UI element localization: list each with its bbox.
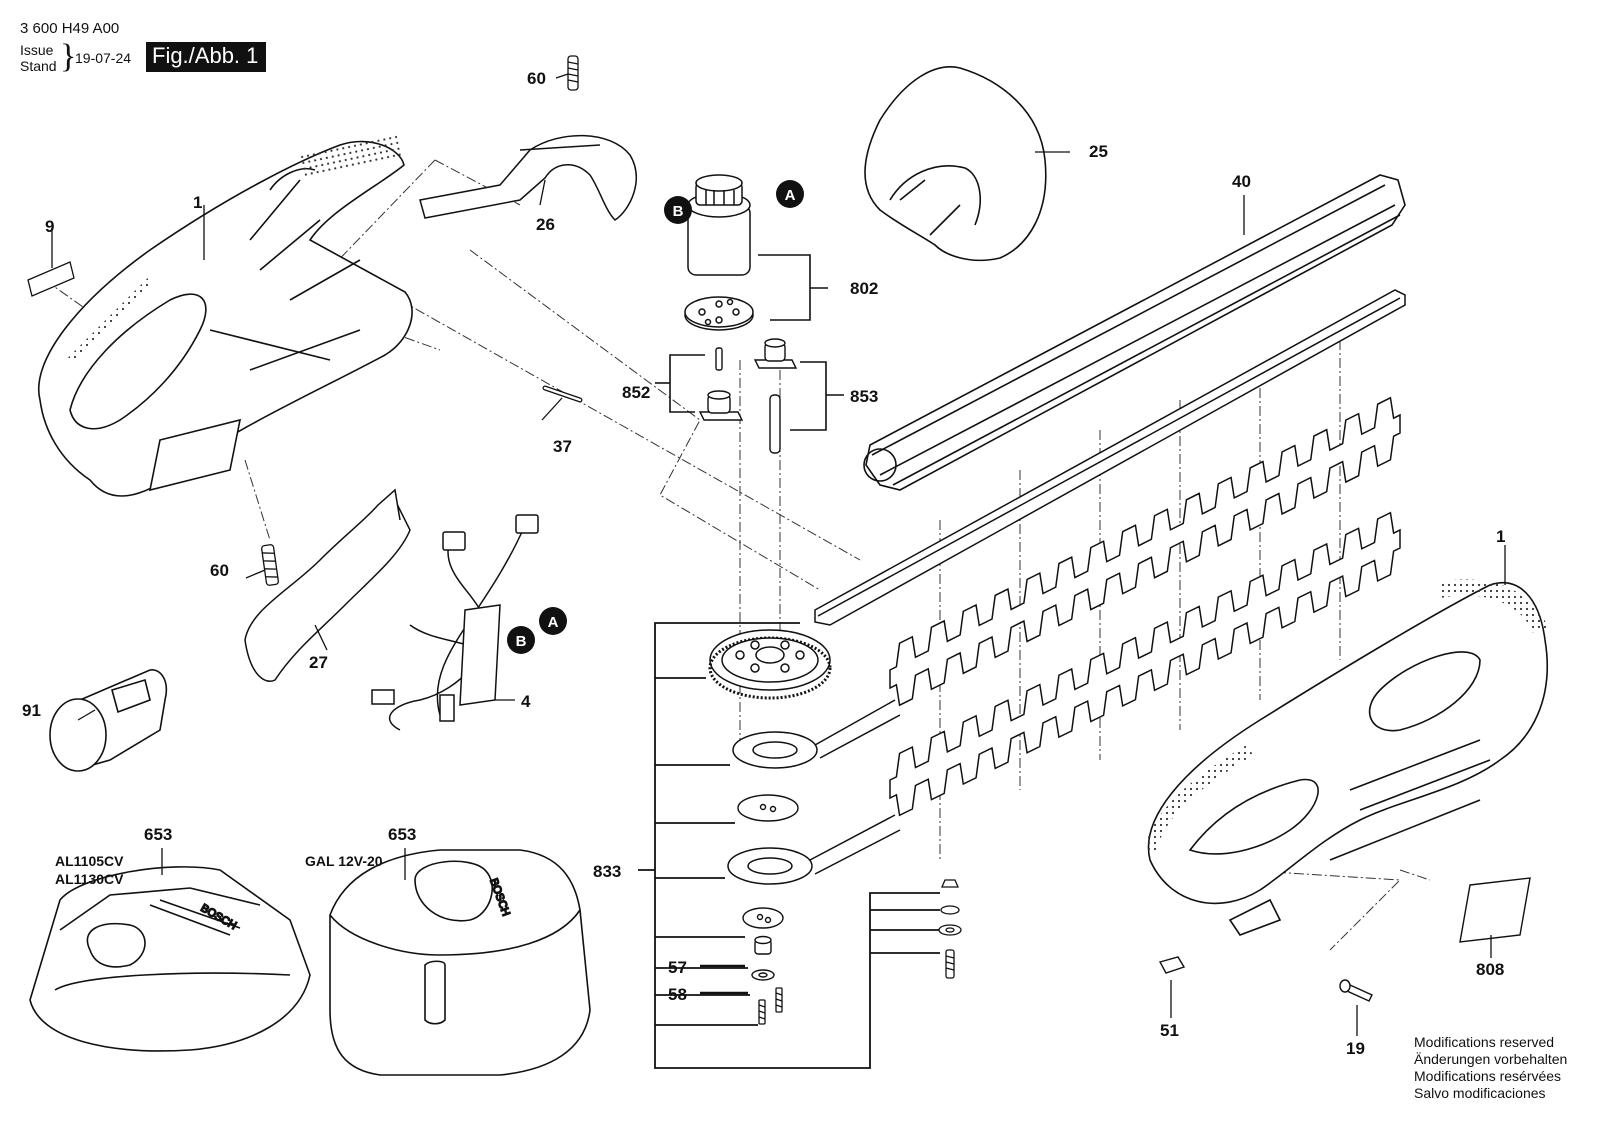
marker-a-motor: A — [776, 180, 804, 208]
charger-model-al1130: AL1130CV — [55, 871, 124, 887]
part-labels: 1 9 60 26 25 40 802 852 853 37 60 27 4 9… — [22, 69, 1505, 1058]
spring-60-top — [567, 55, 579, 91]
bracket-852 — [655, 354, 705, 413]
spring-60-lower — [261, 544, 279, 586]
figure-tag: Fig./Abb. 1 — [146, 42, 267, 72]
notice-fr: Modifications resérvées — [1414, 1068, 1562, 1084]
wiring-harness-4 — [371, 514, 539, 731]
washer-58 — [751, 969, 775, 981]
blade-upper — [732, 396, 1401, 769]
label-plate-808 — [1459, 877, 1531, 943]
part-label-653-left: 653 — [144, 825, 172, 844]
eccentric-disc — [742, 907, 784, 929]
svg-text:A: A — [785, 187, 796, 204]
part-label-51: 51 — [1160, 1021, 1179, 1040]
part-label-58: 58 — [668, 985, 687, 1004]
part-label-27: 27 — [309, 653, 328, 672]
issue-stand-labels: Issue Stand — [20, 42, 57, 74]
bracket-853 — [790, 361, 844, 431]
washer-disc — [737, 794, 799, 822]
fastener-stack — [938, 879, 962, 979]
part-label-60-top: 60 — [527, 69, 546, 88]
blade-guard-25 — [864, 66, 1047, 262]
part-label-802: 802 — [850, 279, 878, 298]
charger-model-al1105: AL1105CV — [55, 853, 124, 869]
motor-802 — [684, 174, 754, 331]
marker-a-harness: A — [539, 607, 567, 635]
part-label-653-right: 653 — [388, 825, 416, 844]
notice-es: Salvo modificaciones — [1414, 1085, 1546, 1101]
part-label-9: 9 — [45, 217, 54, 236]
marker-b-harness: B — [507, 626, 535, 654]
housing-left-half — [37, 134, 413, 497]
part-label-40: 40 — [1232, 172, 1251, 191]
part-label-26: 26 — [536, 215, 555, 234]
notice-de: Änderungen vorbehalten — [1414, 1051, 1568, 1067]
svg-text:B: B — [516, 633, 527, 650]
pin-37 — [542, 385, 583, 403]
handle-lever-27 — [244, 488, 411, 682]
part-label-4: 4 — [521, 692, 531, 711]
part-label-853: 853 — [850, 387, 878, 406]
part-9-label-plate — [27, 261, 75, 297]
part-label-25: 25 — [1089, 142, 1108, 161]
part-label-852: 852 — [622, 383, 650, 402]
issue-label: Issue — [20, 42, 54, 58]
part-label-833: 833 — [593, 862, 621, 881]
marker-b-motor: B — [664, 196, 692, 224]
assembly-lines — [44, 159, 1431, 951]
bracket-833 — [638, 622, 940, 1069]
issue-brace: } — [60, 38, 77, 75]
switch-lever-26 — [419, 134, 637, 221]
svg-text:B: B — [673, 203, 684, 220]
part-label-60-lower: 60 — [210, 561, 229, 580]
screw-19 — [1339, 979, 1373, 1002]
part-label-91: 91 — [22, 701, 41, 720]
notice-en: Modifications reserved — [1414, 1034, 1555, 1050]
part-label-1-right: 1 — [1496, 527, 1505, 546]
blade-lower — [727, 511, 1401, 885]
blade-rail — [814, 289, 1406, 626]
part-label-19: 19 — [1346, 1039, 1365, 1058]
part-label-1-left: 1 — [193, 193, 202, 212]
document-number: 3 600 H49 A00 — [20, 20, 120, 37]
guard-rail-40 — [863, 174, 1406, 491]
charger-model-gal: GAL 12V-20 — [305, 853, 383, 869]
housing-assembled — [1144, 579, 1549, 936]
leader-lines — [51, 73, 1506, 1036]
screws-pair — [758, 987, 783, 1025]
issue-date: 19-07-24 — [75, 50, 132, 66]
part-label-808: 808 — [1476, 960, 1504, 979]
battery-91 — [49, 669, 168, 772]
charger-model-labels: AL1105CV AL1130CV GAL 12V-20 — [55, 853, 383, 887]
charger-al: BOSCH — [29, 866, 311, 1052]
part-label-57: 57 — [668, 958, 687, 977]
pin-bearing-853 — [753, 338, 798, 454]
clip-51 — [1158, 956, 1186, 974]
bushing-57 — [754, 935, 772, 955]
svg-text:A: A — [548, 614, 559, 631]
charger-gal: BOSCH — [329, 849, 591, 1076]
pin-bearing-852 — [698, 347, 744, 421]
gear-wheel — [708, 629, 832, 700]
modifications-notice: Modifications reserved Änderungen vorbeh… — [1414, 1034, 1567, 1102]
bracket-802 — [758, 254, 828, 321]
stand-label: Stand — [20, 58, 57, 74]
part-label-37: 37 — [553, 437, 572, 456]
